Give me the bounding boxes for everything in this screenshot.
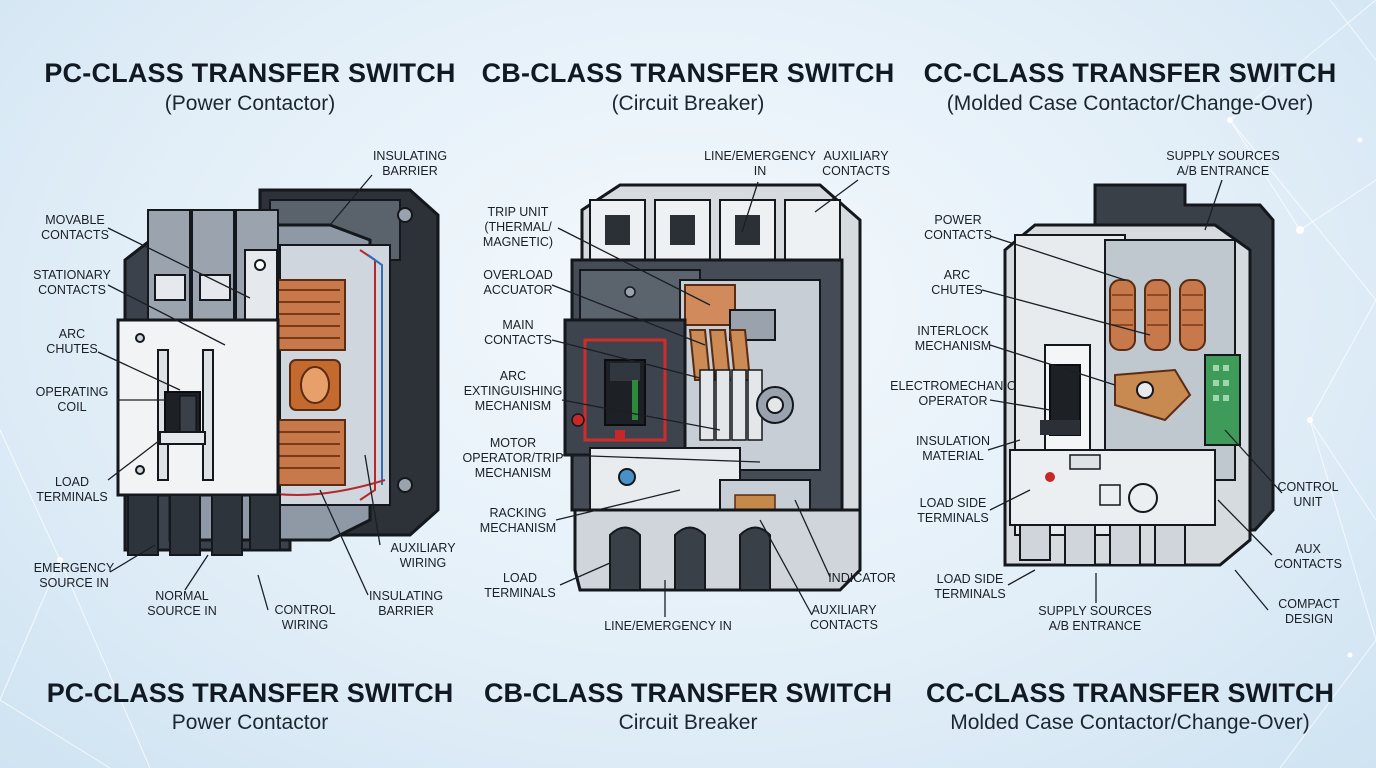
panel-2-bottom-subtitle: Circuit Breaker [618, 711, 758, 734]
label-motor-operator: MOTOR OPERATOR/TRIP MECHANISM [462, 436, 564, 480]
label-main-contacts: MAIN CONTACTS [484, 318, 552, 347]
panel-1-bottom-subtitle: Power Contactor [171, 711, 329, 734]
label-line-emergency-in-bottom: LINE/EMERGENCY IN [604, 619, 732, 633]
label-supply-sources-bottom: SUPPLY SOURCES A/B ENTRANCE [1038, 604, 1152, 633]
label-operating-coil: OPERATING COIL [35, 385, 109, 414]
panel-1-title: PC-CLASS TRANSFER SWITCH [44, 58, 456, 88]
label-arc-extinguishing: ARC EXTINGUISHING MECHANISM [463, 369, 563, 413]
panel-2-bottom-title: CB-CLASS TRANSFER SWITCH [484, 678, 892, 708]
label-normal-source-in: NORMAL SOURCE IN [147, 589, 217, 618]
label-control-wiring: CONTROL WIRING [274, 603, 336, 632]
label-insulation-material: INSULATION MATERIAL [915, 434, 991, 463]
label-indicator: INDICATOR [828, 571, 896, 585]
label-auxiliary-contacts-bottom: AUXILIARY CONTACTS [810, 603, 878, 632]
label-load-side-terminals-2: LOAD SIDE TERMINALS [934, 572, 1006, 601]
label-auxiliary-contacts-top: AUXILIARY CONTACTS [822, 149, 890, 178]
label-movable-contacts: MOVABLE CONTACTS [41, 213, 109, 242]
cc-class-switch-illustration [1003, 183, 1275, 567]
label-arc-chutes-cc: ARC CHUTES [931, 268, 983, 297]
label-interlock-mechanism: INTERLOCK MECHANISM [914, 324, 992, 353]
label-aux-contacts: AUX CONTACTS [1274, 542, 1342, 571]
panel-3-subtitle: (Molded Case Contactor/Change-Over) [946, 92, 1314, 115]
label-load-terminals-cb: LOAD TERMINALS [484, 571, 556, 600]
label-electromechanic-operator: ELECTROMECHANIC OPERATOR [890, 379, 1016, 408]
cb-class-switch-illustration [563, 183, 862, 592]
label-auxiliary-wiring: AUXILIARY WIRING [390, 541, 456, 570]
label-compact-design: COMPACT DESIGN [1278, 597, 1340, 626]
label-trip-unit: TRIP UNIT (THERMAL/ MAGNETIC) [482, 205, 554, 249]
label-insulating-barrier-top: INSULATING BARRIER [372, 149, 448, 178]
label-power-contacts: POWER CONTACTS [924, 213, 992, 242]
label-load-terminals: LOAD TERMINALS [36, 475, 108, 504]
label-control-unit: CONTROL UNIT [1277, 480, 1339, 509]
label-overload-accuator: OVERLOAD ACCUATOR [483, 268, 553, 297]
pc-class-switch-illustration [116, 188, 440, 556]
panel-2-title: CB-CLASS TRANSFER SWITCH [481, 58, 895, 88]
panel-1-subtitle: (Power Contactor) [164, 92, 336, 115]
label-line-emergency-in-top: LINE/EMERGENCY IN [704, 149, 816, 178]
label-emergency-source-in: EMERGENCY SOURCE IN [33, 561, 115, 590]
label-racking-mechanism: RACKING MECHANISM [479, 506, 557, 535]
label-arc-chutes: ARC CHUTES [46, 327, 98, 356]
panel-3-title: CC-CLASS TRANSFER SWITCH [923, 58, 1337, 88]
panel-2-subtitle: (Circuit Breaker) [611, 92, 765, 115]
panel-1-bottom-title: PC-CLASS TRANSFER SWITCH [46, 678, 454, 708]
label-supply-sources-top: SUPPLY SOURCES A/B ENTRANCE [1166, 149, 1280, 178]
panel-3-bottom-title: CC-CLASS TRANSFER SWITCH [926, 678, 1334, 708]
label-load-side-terminals-1: LOAD SIDE TERMINALS [917, 496, 989, 525]
label-stationary-contacts: STATIONARY CONTACTS [33, 268, 111, 297]
panel-3-bottom-subtitle: Molded Case Contactor/Change-Over) [950, 711, 1310, 734]
label-insulating-barrier-bottom: INSULATING BARRIER [368, 589, 444, 618]
